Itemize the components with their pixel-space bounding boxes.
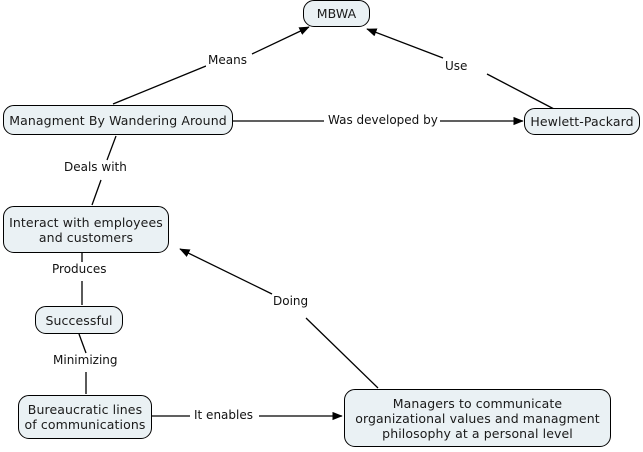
node-mbwa[interactable]: MBWA [303, 0, 370, 27]
edge-deals-with [91, 135, 117, 206]
node-interact-with-employees-label: Interact with employees and customers [9, 214, 163, 245]
edge-label-produces: Produces [50, 263, 109, 276]
edge-label-doing: Doing [271, 294, 311, 308]
node-bureaucratic-lines-label: Bureaucratic lines of communications [24, 402, 146, 432]
edge-label-use-text: Use [445, 59, 468, 73]
node-mbwa-label: MBWA [316, 6, 357, 21]
node-successful[interactable]: Successful [35, 306, 123, 334]
edge-label-it-enables-text: It enables [194, 408, 253, 422]
node-management-by-wandering-around-label: Managment By Wandering Around [9, 112, 227, 128]
edge-label-doing-text: Doing [273, 294, 309, 308]
node-management-by-wandering-around[interactable]: Managment By Wandering Around [3, 105, 233, 135]
edge-label-produces-text: Produces [52, 262, 107, 276]
edge-minimizing [78, 333, 87, 394]
edge-means [112, 26, 310, 105]
edge-label-it-enables: It enables [192, 409, 255, 422]
edge-label-minimizing: Minimizing [51, 354, 120, 367]
edge-label-was-developed-by-text: Was developed by [328, 113, 438, 127]
node-bureaucratic-lines[interactable]: Bureaucratic lines of communications [18, 395, 152, 439]
edge-label-deals-with: Deals with [62, 161, 129, 174]
edge-label-use: Use [443, 59, 470, 73]
node-managers-to-communicate[interactable]: Managers to communicate organizational v… [344, 389, 611, 447]
edge-use [366, 28, 555, 110]
edge-label-means-text: Means [208, 53, 247, 67]
edge-label-means: Means [206, 54, 249, 67]
node-interact-with-employees[interactable]: Interact with employees and customers [3, 206, 169, 253]
edge-label-was-developed-by: Was developed by [326, 114, 440, 127]
edge-label-deals-with-text: Deals with [64, 160, 127, 174]
edge-label-minimizing-text: Minimizing [53, 353, 118, 367]
node-hewlett-packard-label: Hewlett-Packard [530, 114, 634, 129]
node-hewlett-packard[interactable]: Hewlett-Packard [524, 108, 640, 135]
node-managers-to-communicate-label: Managers to communicate organizational v… [355, 395, 600, 441]
edge-doing [179, 248, 379, 389]
node-successful-label: Successful [45, 312, 113, 328]
